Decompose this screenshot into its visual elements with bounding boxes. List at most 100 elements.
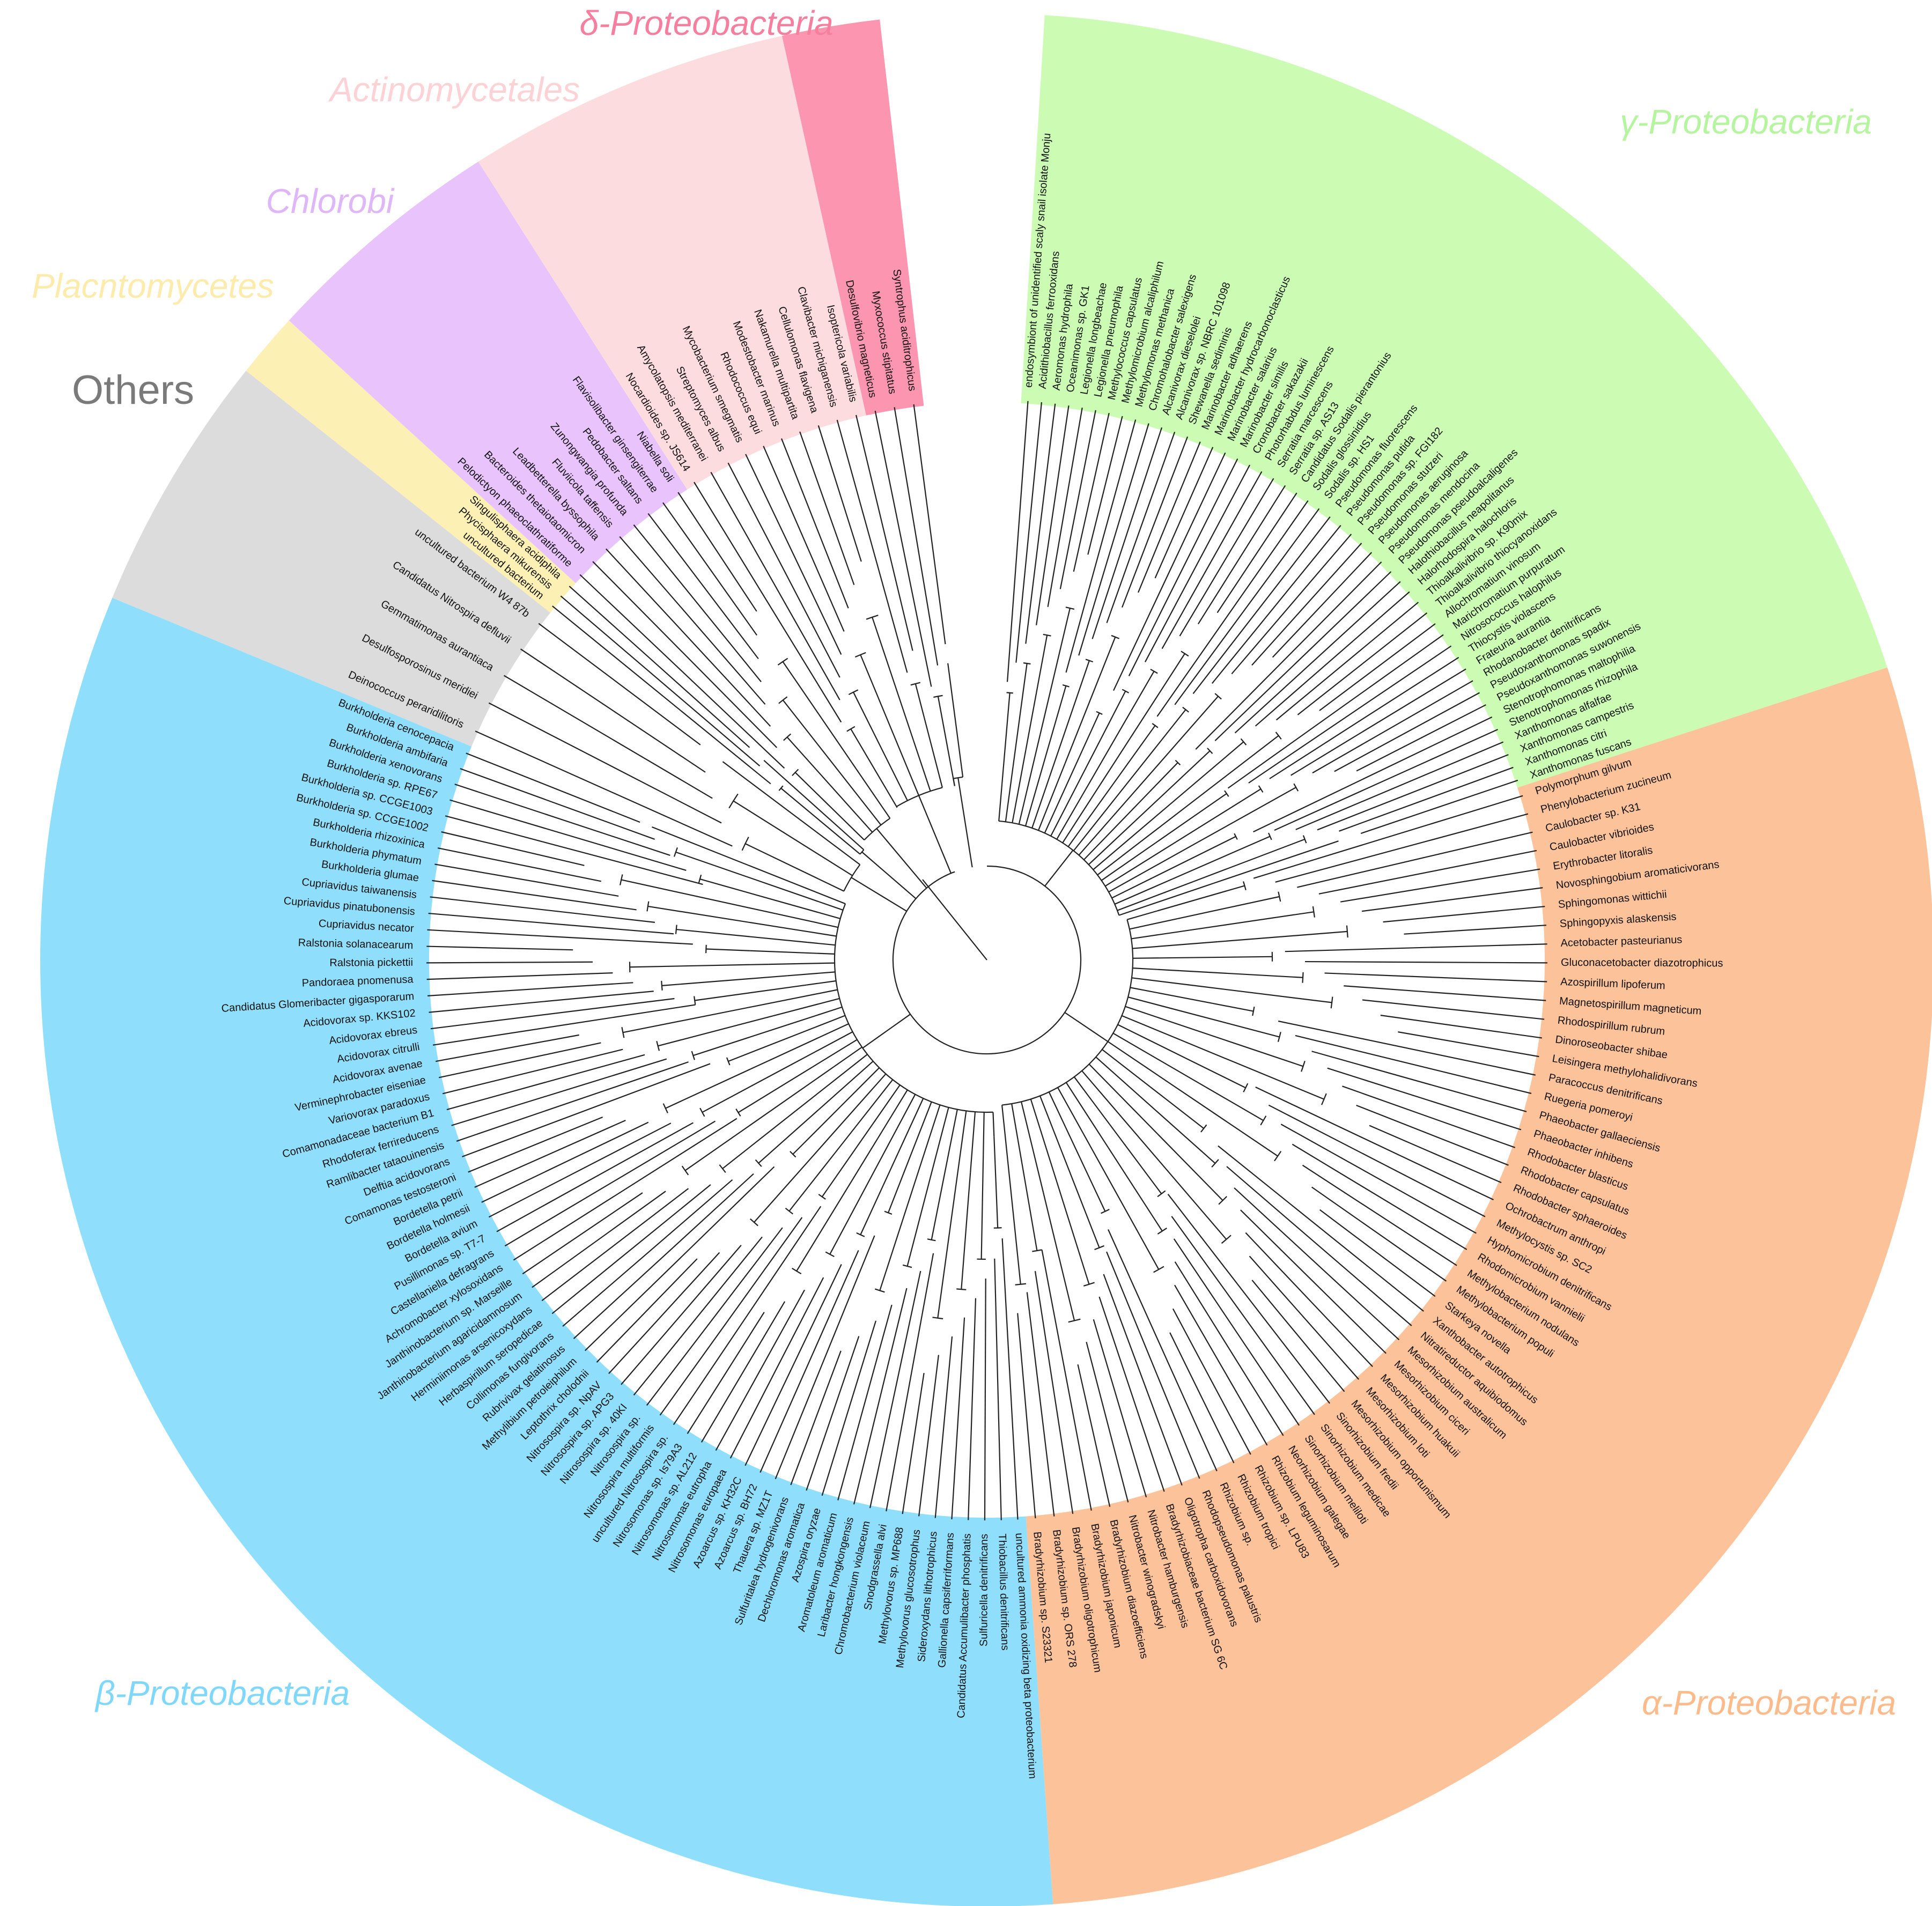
- terminal-branch: [1245, 1232, 1373, 1368]
- terminal-branch: [1356, 704, 1486, 772]
- terminal-branch: [994, 1258, 1002, 1520]
- terminal-branch: [1234, 581, 1401, 734]
- internal-branch: [1213, 840, 1339, 884]
- internal-branch: [1119, 725, 1156, 776]
- terminal-branch: [1106, 1251, 1200, 1479]
- terminal-branch: [817, 425, 862, 562]
- terminal-branch: [799, 431, 855, 585]
- internal-branch: [1062, 784, 1101, 844]
- internal-branch: [1221, 1235, 1232, 1244]
- terminal-branch: [619, 536, 766, 705]
- internal-branch: [853, 692, 901, 786]
- internal-branch: [1312, 906, 1315, 918]
- terminal-branch: [968, 1298, 977, 1520]
- terminal-branch: [1113, 452, 1226, 691]
- internal-branch: [1039, 1095, 1061, 1149]
- terminal-branch: [1304, 961, 1547, 964]
- internal-branch: [787, 971, 835, 977]
- terminal-branch: [1073, 412, 1110, 572]
- terminal-branch: [579, 574, 785, 769]
- internal-branch: [763, 760, 842, 831]
- clade-label-actino: Actinomycetales: [328, 70, 580, 109]
- terminal-branch: [1324, 972, 1547, 982]
- clade-label-planct: Placntomycetes: [32, 267, 274, 305]
- internal-branch: [1177, 896, 1280, 920]
- terminal-branch: [1292, 1143, 1468, 1250]
- terminal-branch: [460, 768, 655, 840]
- internal-branch: [773, 998, 840, 1017]
- internal-branch: [1025, 635, 1048, 750]
- internal-branch: [1052, 1170, 1090, 1285]
- internal-branch: [1068, 1318, 1081, 1323]
- internal-branch: [1117, 1024, 1191, 1061]
- terminal-branch: [1253, 795, 1523, 879]
- internal-branch: [1114, 878, 1173, 905]
- internal-branch: [1214, 693, 1222, 700]
- internal-branch: [750, 950, 835, 955]
- internal-branch: [780, 787, 852, 847]
- terminal-branch: [1017, 1313, 1036, 1519]
- terminal-branch: [869, 1270, 921, 1509]
- terminal-branch: [1167, 1194, 1330, 1404]
- internal-branch: [702, 1065, 791, 1113]
- internal-branch: [829, 1128, 898, 1255]
- internal-branch: [752, 989, 838, 1008]
- terminal-branch: [853, 1288, 908, 1505]
- internal-branch: [1044, 750, 1083, 833]
- terminal-branch: [855, 415, 913, 651]
- internal-branch: [927, 1238, 936, 1242]
- terminal-branch: [763, 446, 845, 632]
- terminal-branch: [1274, 729, 1498, 831]
- terminal-branch: [1404, 925, 1547, 935]
- terminal-branch: [449, 799, 687, 871]
- internal-branch: [887, 1173, 904, 1213]
- internal-branch: [906, 1147, 939, 1267]
- terminal-branch: [1211, 524, 1341, 684]
- internal-branch: [1017, 1139, 1038, 1251]
- internal-branch: [866, 615, 879, 620]
- internal-branch: [938, 1109, 958, 1206]
- internal-branch: [924, 718, 943, 788]
- internal-branch: [1131, 977, 1197, 987]
- terminal-branch: [744, 1264, 842, 1466]
- internal-branch: [1172, 836, 1271, 880]
- terminal-branch: [790, 1350, 842, 1486]
- terminal-branch: [1253, 716, 1493, 833]
- terminal-branch: [694, 482, 842, 723]
- internal-branch: [795, 1054, 868, 1112]
- internal-branch: [1057, 1087, 1105, 1171]
- terminal-branch: [1128, 458, 1238, 676]
- internal-branch: [1031, 777, 1050, 829]
- internal-branch: [902, 1264, 912, 1268]
- internal-branch: [1112, 1032, 1200, 1084]
- terminal-branch: [1065, 419, 1137, 673]
- terminal-branch: [677, 492, 757, 612]
- terminal-branch: [1138, 441, 1201, 593]
- internal-branch: [807, 942, 836, 946]
- internal-branch: [1065, 1082, 1109, 1148]
- internal-branch: [699, 878, 761, 897]
- internal-branch: [912, 740, 931, 792]
- leaf-label: Ralstonia pickettii: [329, 957, 413, 969]
- terminal-branch: [1269, 656, 1459, 779]
- internal-branch: [1150, 668, 1158, 674]
- internal-branch: [1083, 810, 1132, 860]
- terminal-branch: [522, 1192, 643, 1275]
- terminal-branch: [1047, 408, 1083, 607]
- internal-branch: [1127, 910, 1157, 920]
- clade-stem: [957, 778, 973, 868]
- internal-branch: [758, 1109, 819, 1164]
- terminal-branch: [984, 1278, 986, 1520]
- terminal-branch: [445, 815, 703, 885]
- internal-branch: [896, 1094, 916, 1129]
- internal-branch: [955, 1111, 967, 1190]
- terminal-branch: [894, 407, 939, 666]
- internal-branch: [1118, 882, 1214, 916]
- terminal-branch: [1192, 516, 1331, 695]
- root-arc: [892, 865, 1082, 1055]
- internal-branch: [961, 1172, 971, 1290]
- terminal-branch: [1334, 692, 1480, 772]
- terminal-branch: [1041, 1250, 1092, 1511]
- terminal-branch: [1240, 1209, 1387, 1354]
